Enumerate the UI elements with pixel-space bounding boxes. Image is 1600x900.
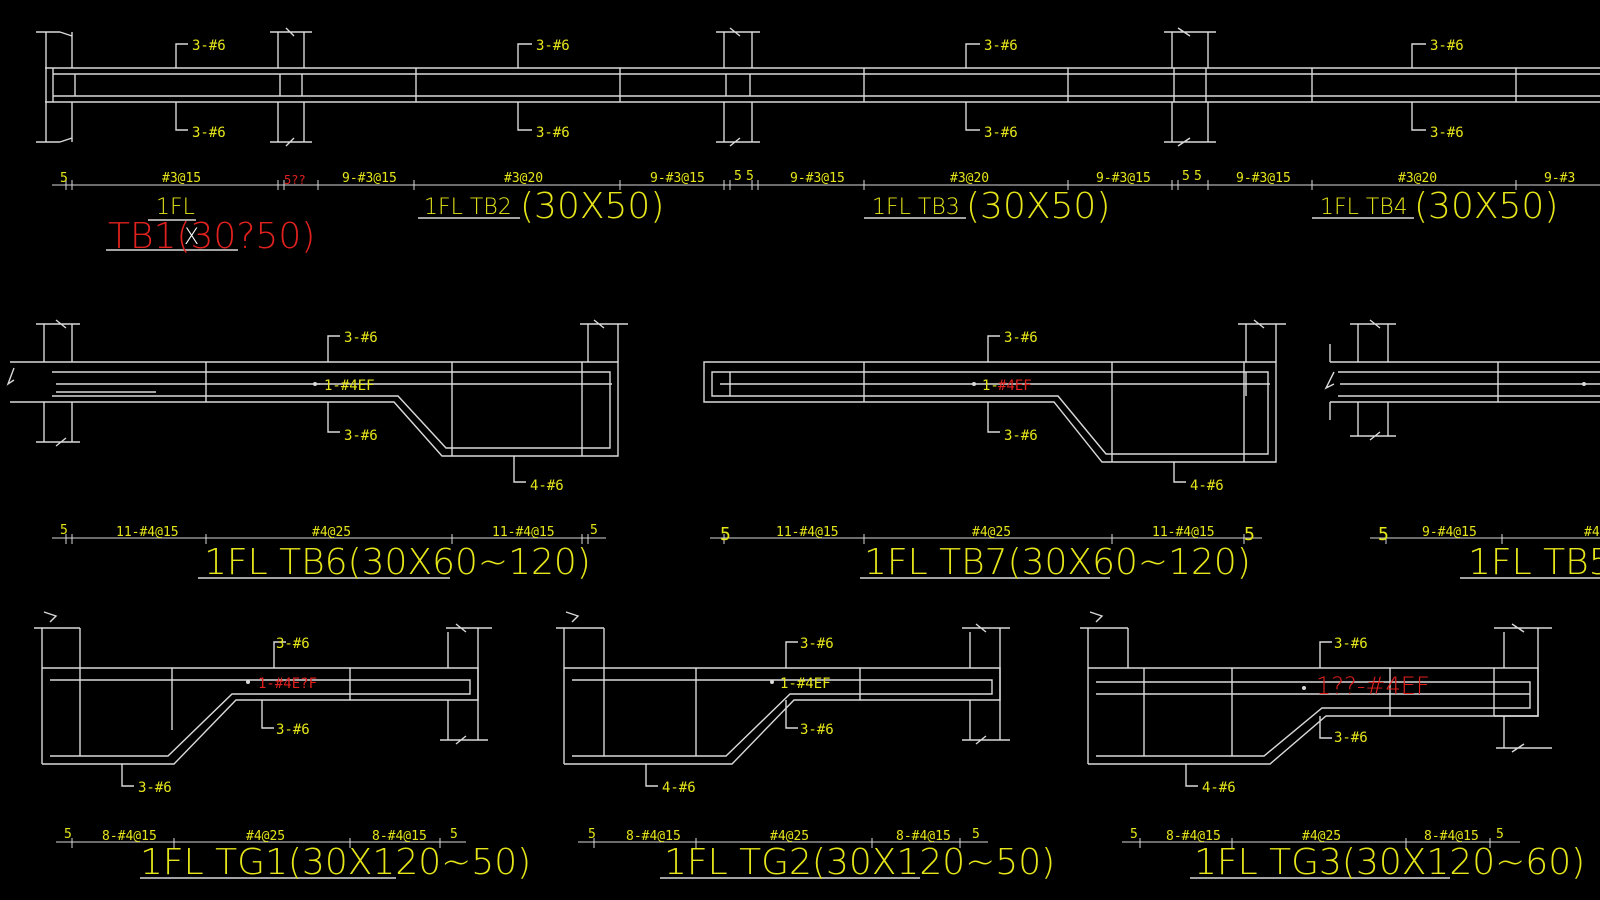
tb6-dim-4: 5	[590, 523, 598, 538]
tb1-top-label: 3-#6	[192, 38, 226, 54]
tb7-dim-0: 5	[720, 524, 731, 545]
tb4-size: (30X50)	[1414, 186, 1558, 227]
tb5-title: 1FL TB5	[1468, 542, 1600, 583]
tg2-dim-2: #4@25	[770, 829, 809, 844]
tg1-dim-3: 8-#4@15	[372, 829, 427, 844]
tb6-mid-label: 1-#4EF	[324, 378, 375, 394]
tb3-dim-1: 9-#3@15	[790, 171, 845, 186]
tb3-dim-4: 5	[1182, 169, 1190, 184]
tb7-dim-1: 11-#4@15	[776, 525, 839, 540]
beam-tb5	[1324, 319, 1600, 579]
tg2-dim-3: 8-#4@15	[896, 829, 951, 844]
tg2-mid-label: 1-#4EF	[780, 676, 831, 692]
beam-tg1	[34, 611, 492, 879]
tb6-dim-0: 5	[60, 523, 68, 538]
tb4-top-label: 3-#6	[1430, 38, 1464, 54]
tb7-mid-label-a: 1-	[982, 378, 999, 394]
beam-row-1	[36, 27, 1600, 251]
tb7-haunch-label: 4-#6	[1190, 478, 1224, 494]
tb4-fl-label: 1FL TB4	[1320, 195, 1408, 220]
tb4-dim-2: #3@20	[1398, 171, 1437, 186]
tb6-title: 1FL TB6(30X60~120)	[204, 542, 591, 583]
tb5-dim-0: 5	[1378, 524, 1389, 545]
tb1-fl-label: 1FL	[156, 195, 195, 220]
tb2-fl-label: 1FL TB2	[424, 195, 512, 220]
tb7-dim-2: #4@25	[972, 525, 1011, 540]
tg3-dim-4: 5	[1496, 827, 1504, 842]
tb1-title: TB1(30?50)	[108, 216, 315, 257]
tg3-bottom-label: 4-#6	[1202, 780, 1236, 796]
tg1-dim-1: 8-#4@15	[102, 829, 157, 844]
tb6-haunch-label: 4-#6	[530, 478, 564, 494]
tb3-dim-0: 5	[746, 169, 754, 184]
tb6-dim-1: 11-#4@15	[116, 525, 179, 540]
tb3-dim-2: #3@20	[950, 171, 989, 186]
tg2-bot-label: 3-#6	[800, 722, 834, 738]
beam-tb6	[6, 319, 628, 579]
tg3-dim-0: 5	[1130, 827, 1138, 842]
beam-tg3	[1080, 611, 1552, 879]
tg1-bottom-label: 3-#6	[138, 780, 172, 796]
tb6-bot-label: 3-#6	[344, 428, 378, 444]
tg3-top-label: 3-#6	[1334, 636, 1368, 652]
tb1-dim-1: #3@15	[162, 171, 201, 186]
tb3-fl-label: 1FL TB3	[872, 195, 960, 220]
beam-tb7	[703, 319, 1286, 579]
tg2-dim-0: 5	[588, 827, 596, 842]
tg1-dim-4: 5	[450, 827, 458, 842]
tb3-dim-3: 9-#3@15	[1096, 171, 1151, 186]
rebar-lines	[53, 73, 1600, 97]
tb1-x-mark: X	[184, 225, 199, 250]
tg2-dim-4: 5	[972, 827, 980, 842]
tb7-dim-4: 5	[1244, 524, 1255, 545]
tb3-top-label: 3-#6	[984, 38, 1018, 54]
tg3-mid-label: 1??-#4EF	[1316, 672, 1430, 700]
tb4-dim-0: 5	[1194, 169, 1202, 184]
tg3-dim-1: 8-#4@15	[1166, 829, 1221, 844]
tb4-dim-1: 9-#3@15	[1236, 171, 1291, 186]
tb2-dim-2: 9-#3@15	[650, 171, 705, 186]
tb7-dim-3: 11-#4@15	[1152, 525, 1215, 540]
tg2-dim-1: 8-#4@15	[626, 829, 681, 844]
tb6-dim-3: 11-#4@15	[492, 525, 555, 540]
beam-tg2	[556, 611, 1010, 879]
tb2-dim-1: #3@20	[504, 171, 543, 186]
tg1-mid-label: 1-#4E?F	[258, 676, 317, 692]
tb6-dim-2: #4@25	[312, 525, 351, 540]
tg1-dim-0: 5	[64, 827, 72, 842]
tg1-bot-label: 3-#6	[276, 722, 310, 738]
tb3-bot-label: 3-#6	[984, 125, 1018, 141]
tg1-top-label: 3-#6	[276, 636, 310, 652]
tg2-title: 1FL TG2(30X120~50)	[664, 842, 1055, 883]
tb4-dim-3: 9-#3	[1544, 171, 1575, 186]
tg2-bottom-label: 4-#6	[662, 780, 696, 796]
tb7-mid-label-b: #4EF	[998, 378, 1032, 394]
tb1-bot-label: 3-#6	[192, 125, 226, 141]
tb5-dim-1: 9-#4@15	[1422, 525, 1477, 540]
tb2-dim-0: 9-#3@15	[342, 171, 397, 186]
tb1-dim-0: 5	[60, 171, 68, 186]
tb2-size: (30X50)	[520, 186, 664, 227]
tg3-dim-3: 8-#4@15	[1424, 829, 1479, 844]
tb7-top-label: 3-#6	[1004, 330, 1038, 346]
tg3-bot-label: 3-#6	[1334, 730, 1368, 746]
tg3-dim-2: #4@25	[1302, 829, 1341, 844]
tb1-dim-2: 5??	[284, 173, 306, 187]
tb6-top-label: 3-#6	[344, 330, 378, 346]
tb5-dim-2: #4	[1584, 525, 1600, 540]
tb4-bot-label: 3-#6	[1430, 125, 1464, 141]
tb3-size: (30X50)	[966, 186, 1110, 227]
tg3-title: 1FL TG3(30X120~60)	[1194, 842, 1585, 883]
tb2-top-label: 3-#6	[536, 38, 570, 54]
tg2-top-label: 3-#6	[800, 636, 834, 652]
tb2-dim-3: 5	[734, 169, 742, 184]
tb7-title: 1FL TB7(30X60~120)	[864, 542, 1251, 583]
tb7-bot-label: 3-#6	[1004, 428, 1038, 444]
tg1-dim-2: #4@25	[246, 829, 285, 844]
tg1-title: 1FL TG1(30X120~50)	[140, 842, 531, 883]
tb2-bot-label: 3-#6	[536, 125, 570, 141]
